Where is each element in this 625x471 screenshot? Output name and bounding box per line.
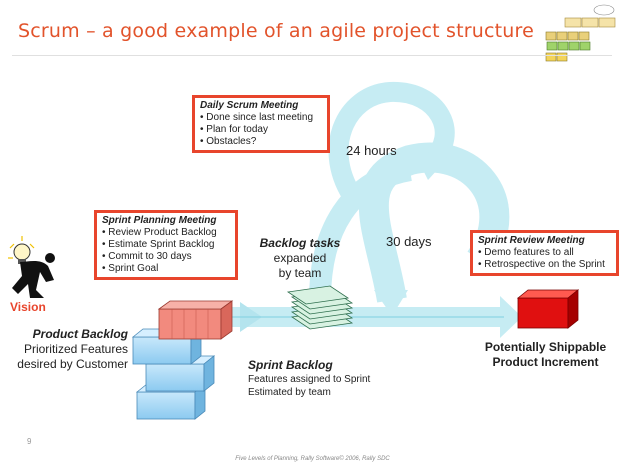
backlog-task-sheets <box>286 285 354 330</box>
sprint-backlog-label: Sprint Backlog Features assigned to Spri… <box>248 358 370 399</box>
sprint-planning-item: • Review Product Backlog <box>102 227 217 238</box>
sprint-planning-title: Sprint Planning Meeting <box>102 215 217 226</box>
increment-line: Product Increment <box>492 355 599 369</box>
vision-label: Vision <box>10 300 46 314</box>
title-divider <box>12 55 612 56</box>
sprint-planning-box: Sprint Planning Meeting • Review Product… <box>94 210 238 280</box>
sprint-review-title: Sprint Review Meeting <box>478 235 585 246</box>
product-backlog-stack <box>131 300 234 420</box>
backlog-tasks-line: by team <box>278 266 322 280</box>
daily-scrum-item: • Obstacles? <box>200 136 257 147</box>
sprint-review-item: • Demo features to all <box>478 247 574 258</box>
slide-title: Scrum – a good example of an agile proje… <box>18 20 535 42</box>
slide-footer: Five Levels of Planning, Rally Software©… <box>235 456 390 462</box>
product-backlog-label: Product Backlog Prioritized Features des… <box>4 327 128 372</box>
sprint-planning-item: • Estimate Sprint Backlog <box>102 239 215 250</box>
main-flow-arrow <box>232 296 522 338</box>
lightbulb-thinker-icon <box>8 236 55 298</box>
daily-loop-arrowhead <box>412 148 448 180</box>
product-increment-block <box>516 289 580 329</box>
product-backlog-line: desired by Customer <box>17 357 128 371</box>
sprint-planning-item: • Commit to 30 days <box>102 251 192 262</box>
sprint-backlog-line: Features assigned to Sprint <box>248 374 371 385</box>
daily-cycle-label: 24 hours <box>346 143 397 158</box>
daily-scrum-item: • Done since last meeting <box>200 112 314 123</box>
daily-scrum-title: Daily Scrum Meeting <box>200 100 299 111</box>
daily-loop <box>328 82 455 206</box>
daily-scrum-box: Daily Scrum Meeting • Done since last me… <box>192 95 330 153</box>
increment-line: Potentially Shippable <box>484 340 607 354</box>
page-number: 9 <box>27 437 32 446</box>
sprint-loop <box>309 142 510 303</box>
increment-label: Potentially Shippable Product Increment <box>478 340 613 370</box>
daily-scrum-item: • Plan for today <box>200 124 268 135</box>
product-backlog-line: Prioritized Features <box>23 342 128 356</box>
backlog-tasks-label: Backlog tasks expanded by team <box>252 236 348 281</box>
backlog-tasks-line: expanded <box>273 251 327 265</box>
sprint-review-item: • Retrospective on the Sprint <box>478 259 605 270</box>
sprint-loop-arrowhead <box>374 290 408 316</box>
sprint-backlog-title: Sprint Backlog <box>248 358 333 372</box>
sprint-cycle-label: 30 days <box>386 234 432 249</box>
stacked-blocks-logo <box>545 4 616 62</box>
sprint-planning-item: • Sprint Goal <box>102 263 159 274</box>
sprint-review-box: Sprint Review Meeting • Demo features to… <box>470 230 619 276</box>
product-backlog-title: Product Backlog <box>32 327 128 341</box>
backlog-tasks-title: Backlog tasks <box>259 236 341 250</box>
sprint-backlog-line: Estimated by team <box>248 387 331 398</box>
